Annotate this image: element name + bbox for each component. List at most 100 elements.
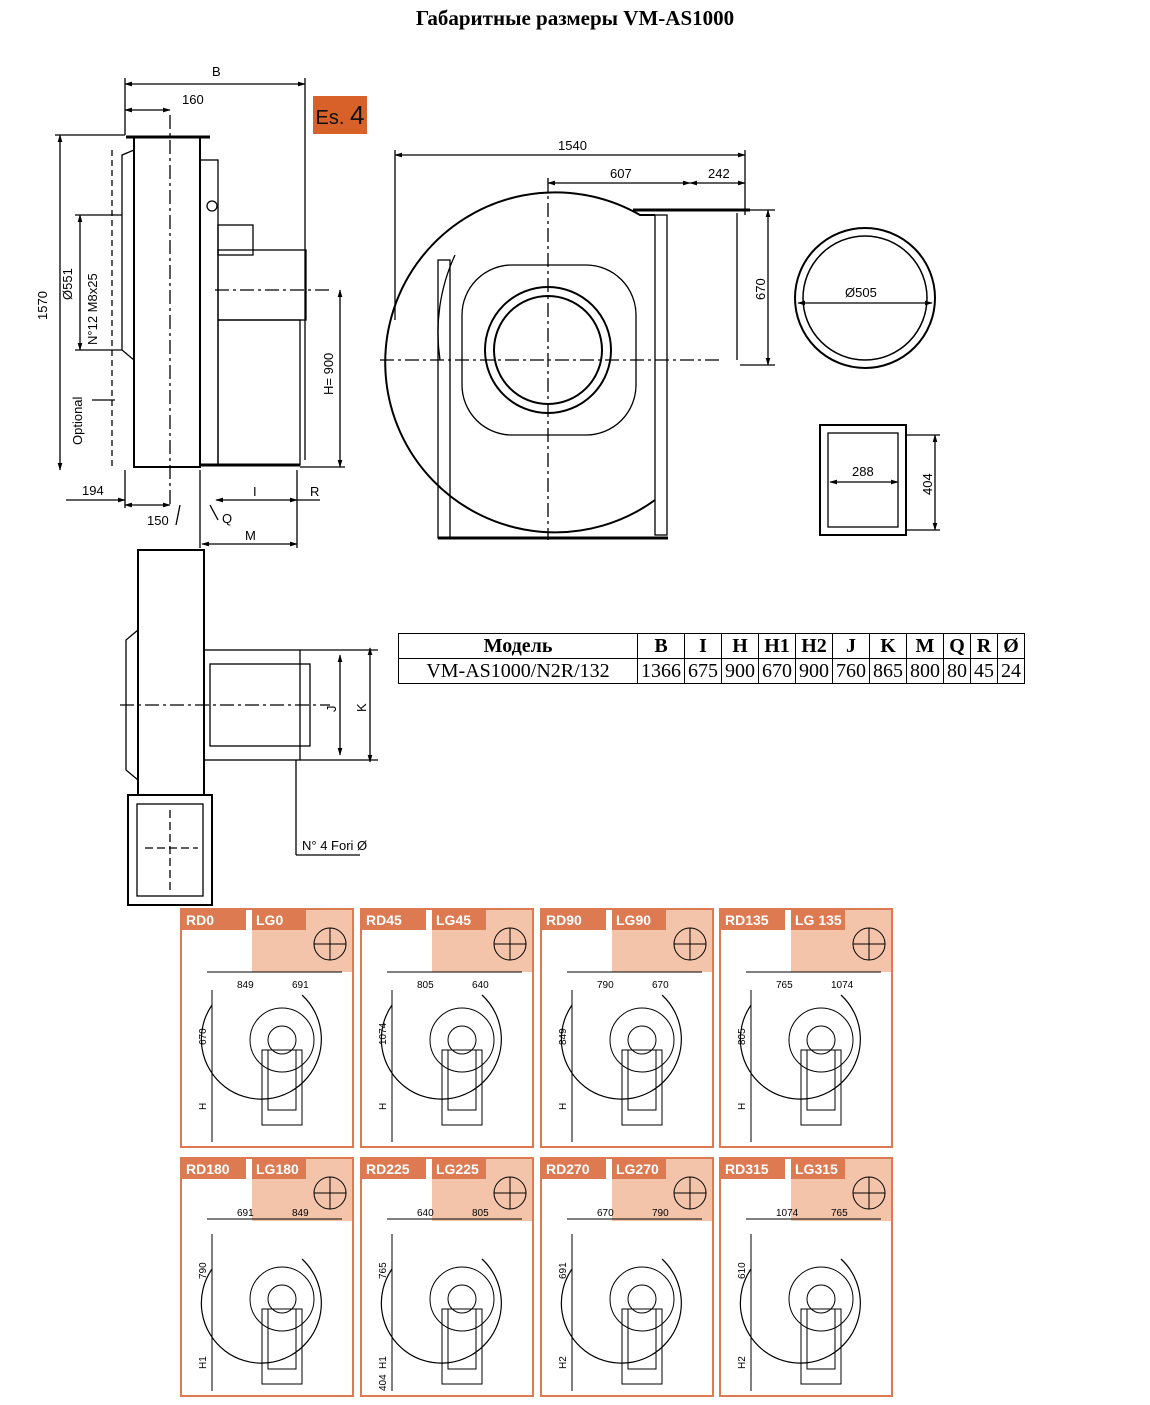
lg-label: LG90 <box>612 910 666 930</box>
cell-r: 45 <box>970 658 998 684</box>
outlet-width-label: 288 <box>852 464 874 479</box>
dim-label: H2 <box>737 1356 748 1369</box>
lg-label: LG180 <box>252 1159 306 1179</box>
rd-label: RD225 <box>362 1159 426 1179</box>
rd-label: RD315 <box>721 1159 785 1179</box>
rd-label: RD270 <box>542 1159 606 1179</box>
top-view-drawing <box>120 549 378 906</box>
dim-r-label: R <box>310 484 319 499</box>
drawing-canvas: B 160 1570 Ø551 N°12 M8x25 Optional H= 9… <box>35 64 940 906</box>
dim-label: H <box>198 1103 209 1110</box>
dim-242-label: 242 <box>708 166 730 181</box>
dim-label: 805 <box>737 1028 748 1045</box>
bolts-label: N°12 M8x25 <box>85 273 100 345</box>
cell-diameter: 24 <box>997 658 1025 684</box>
lg-label: LG225 <box>432 1159 486 1179</box>
inlet-diameter-label: Ø505 <box>845 285 877 300</box>
dim-label: 849 <box>237 980 254 991</box>
spec-table: Модель B I H H1 H2 J K M Q R Ø VM-AS1000… <box>398 633 1025 684</box>
cell-model: VM-AS1000/N2R/132 <box>398 658 638 684</box>
dim-b-label: B <box>212 64 221 79</box>
col-k: K <box>869 633 907 659</box>
spec-header-row: Модель B I H H1 H2 J K M Q R Ø <box>398 633 1025 659</box>
dim-label: 640 <box>472 980 489 991</box>
cell-h2: 900 <box>795 658 833 684</box>
dim-label: 765 <box>776 980 793 991</box>
lg-label: LG0 <box>252 910 306 930</box>
dim-label: 790 <box>198 1262 209 1279</box>
lg-label: LG45 <box>432 910 486 930</box>
dim-label: H <box>737 1103 748 1110</box>
dim-label: 670 <box>597 1208 614 1219</box>
dim-label: 691 <box>237 1208 254 1219</box>
col-r: R <box>970 633 998 659</box>
rd-label: RD0 <box>182 910 246 930</box>
dim-label: 691 <box>558 1262 569 1279</box>
dim-label: 1074 <box>776 1208 799 1219</box>
dim-h900-label: H= 900 <box>321 353 336 395</box>
cell-k: 865 <box>869 658 907 684</box>
dim-label: H2 <box>558 1356 569 1369</box>
dim-label: 670 <box>652 980 669 991</box>
dim-1540-label: 1540 <box>558 138 587 153</box>
dim-label: 691 <box>292 980 309 991</box>
inlet-flange-drawing <box>794 227 936 369</box>
col-diameter: Ø <box>997 633 1025 659</box>
dim-607-label: 607 <box>610 166 632 181</box>
col-h2: H2 <box>795 633 833 659</box>
dim-label: 404 <box>378 1374 389 1391</box>
dim-194-label: 194 <box>82 483 104 498</box>
dim-i-label: I <box>253 484 257 499</box>
dim-label: 765 <box>378 1262 389 1279</box>
dim-160-label: 160 <box>182 92 204 107</box>
front-view-drawing <box>380 150 775 540</box>
badge-prefix: Es. <box>315 107 345 129</box>
dim-670-label: 670 <box>753 278 768 300</box>
dim-label: H <box>378 1103 389 1110</box>
holes-label: N° 4 Fori Ø <box>302 838 367 853</box>
dim-label: 849 <box>292 1208 309 1219</box>
dim-551-label: Ø551 <box>60 268 75 300</box>
cell-h1: 670 <box>758 658 796 684</box>
cell-j: 760 <box>832 658 870 684</box>
dim-k-label: K <box>354 703 369 712</box>
example-badge: Es. 4 <box>313 96 367 134</box>
badge-number: 4 <box>350 100 365 130</box>
cell-h: 900 <box>721 658 759 684</box>
dim-label: 805 <box>472 1208 489 1219</box>
lg-label: LG270 <box>612 1159 666 1179</box>
dim-label: 805 <box>417 980 434 991</box>
page-title: Габаритные размеры VM-AS1000 <box>415 6 735 30</box>
cell-m: 800 <box>906 658 944 684</box>
cell-i: 675 <box>684 658 722 684</box>
lg-label: LG315 <box>791 1159 845 1179</box>
rd-label: RD135 <box>721 910 785 930</box>
optional-label: Optional <box>70 396 85 445</box>
outlet-flange-drawing <box>819 424 940 536</box>
rd-label: RD90 <box>542 910 606 930</box>
rd-label: RD45 <box>362 910 426 930</box>
col-i: I <box>684 633 722 659</box>
dim-label: H1 <box>378 1356 389 1369</box>
dim-label: 670 <box>198 1028 209 1045</box>
cell-b: 1366 <box>637 658 685 684</box>
col-j: J <box>832 633 870 659</box>
col-h1: H1 <box>758 633 796 659</box>
lg-label: LG 135 <box>791 910 845 930</box>
dim-150-label: 150 <box>147 513 169 528</box>
side-view-drawing <box>55 78 345 548</box>
col-b: B <box>637 633 685 659</box>
